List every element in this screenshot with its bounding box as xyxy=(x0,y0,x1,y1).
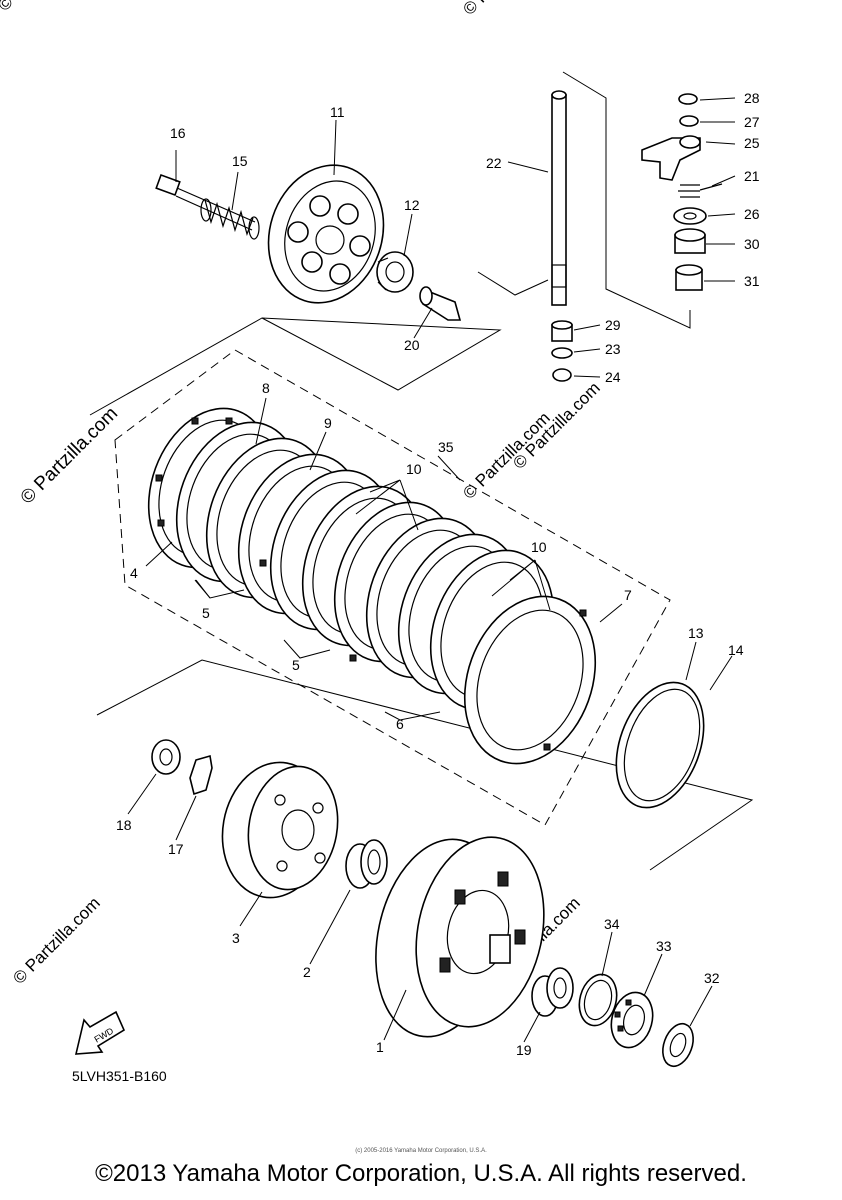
part-3-clutch-boss xyxy=(221,761,339,899)
callout-21: 21 xyxy=(744,168,760,184)
callout-27: 27 xyxy=(744,114,760,130)
callout-2: 2 xyxy=(303,964,311,980)
callout-23: 23 xyxy=(605,341,621,357)
callout-8: 8 xyxy=(262,380,270,396)
callout-18: 18 xyxy=(116,817,132,833)
watermark-top-center: © Partzilla.com xyxy=(459,0,553,19)
friction-plate-7 xyxy=(463,595,597,765)
part-2-sleeve xyxy=(345,839,388,889)
plate-tabs xyxy=(155,417,587,751)
callout-7: 7 xyxy=(624,587,632,603)
callout-30: 30 xyxy=(744,236,760,252)
callout-29: 29 xyxy=(605,317,621,333)
callout-28: 28 xyxy=(744,90,760,106)
callout-labels: 1 2 3 4 5 5 5 6 7 8 9 10 10 11 12 13 14 … xyxy=(116,90,760,1058)
part-25-lever xyxy=(641,135,701,181)
small-copyright: (c) 2005-2016 Yamaha Motor Corporation, … xyxy=(355,1148,487,1154)
fwd-arrow-icon: FWD xyxy=(74,1010,126,1055)
part-26-washer xyxy=(673,207,707,225)
watermark-lower-left: © Partzilla.com xyxy=(9,893,103,987)
callout-5b: 5 xyxy=(292,657,300,673)
part-23-washer xyxy=(551,347,573,359)
callout-15: 15 xyxy=(232,153,248,169)
part-12-bearing xyxy=(376,251,414,293)
callout-6: 6 xyxy=(396,716,404,732)
part-17-lock-washer xyxy=(189,754,213,796)
part-34-circlip xyxy=(578,973,618,1027)
part-21-spring xyxy=(678,183,723,198)
callout-10a: 10 xyxy=(406,461,422,477)
diagram-code: 5LVH351-B160 xyxy=(72,1068,167,1084)
part-15-spring xyxy=(200,198,260,240)
part-20-push-piece xyxy=(419,286,462,321)
callout-14: 14 xyxy=(728,642,744,658)
callout-20: 20 xyxy=(404,337,420,353)
callout-17: 17 xyxy=(168,841,184,857)
part-32-thrust-washer xyxy=(662,1022,694,1068)
part-19-needle-bearing xyxy=(531,967,574,1017)
callout-9: 9 xyxy=(324,415,332,431)
part-30-oil-seal xyxy=(674,228,706,254)
callout-10b: 10 xyxy=(531,539,547,555)
callout-11: 11 xyxy=(330,104,345,120)
watermark-top-left: © Partzilla.com xyxy=(0,0,89,15)
clutch-plate-stack xyxy=(147,407,597,765)
callout-3: 3 xyxy=(232,930,240,946)
callout-25: 25 xyxy=(744,135,760,151)
watermark-left: © Partzilla.com xyxy=(17,403,122,508)
part-11-pressure-plate xyxy=(267,164,385,304)
callout-1: 1 xyxy=(376,1039,384,1055)
part-31-bearing xyxy=(675,264,703,291)
clutch-plate-group-outline xyxy=(114,349,671,826)
callout-4: 4 xyxy=(130,565,138,581)
callout-33: 33 xyxy=(656,938,672,954)
part-33-gear xyxy=(610,991,654,1049)
callout-35: 35 xyxy=(438,439,454,455)
callout-12: 12 xyxy=(404,197,420,213)
part-18-nut xyxy=(151,739,181,775)
part-28-circlip xyxy=(678,93,698,105)
callout-22: 22 xyxy=(486,155,502,171)
callout-13: 13 xyxy=(688,625,704,641)
callout-5a: 5 xyxy=(202,605,210,621)
part-1-clutch-housing xyxy=(375,836,545,1038)
callout-34: 34 xyxy=(604,916,620,932)
part-27-washer xyxy=(679,115,699,127)
part-22-push-lever-shaft xyxy=(551,90,567,306)
part-13-14-ring xyxy=(615,681,705,809)
leader-lines xyxy=(127,97,736,1043)
part-29-bearing xyxy=(551,320,573,342)
copyright-footer: ©2013 Yamaha Motor Corporation, U.S.A. A… xyxy=(95,1160,747,1187)
callout-19: 19 xyxy=(516,1042,532,1058)
callout-26: 26 xyxy=(744,206,760,222)
callout-24: 24 xyxy=(605,369,621,385)
part-24-circlip xyxy=(552,368,572,382)
callout-31: 31 xyxy=(744,273,760,289)
callout-16: 16 xyxy=(170,125,186,141)
callout-32: 32 xyxy=(704,970,720,986)
